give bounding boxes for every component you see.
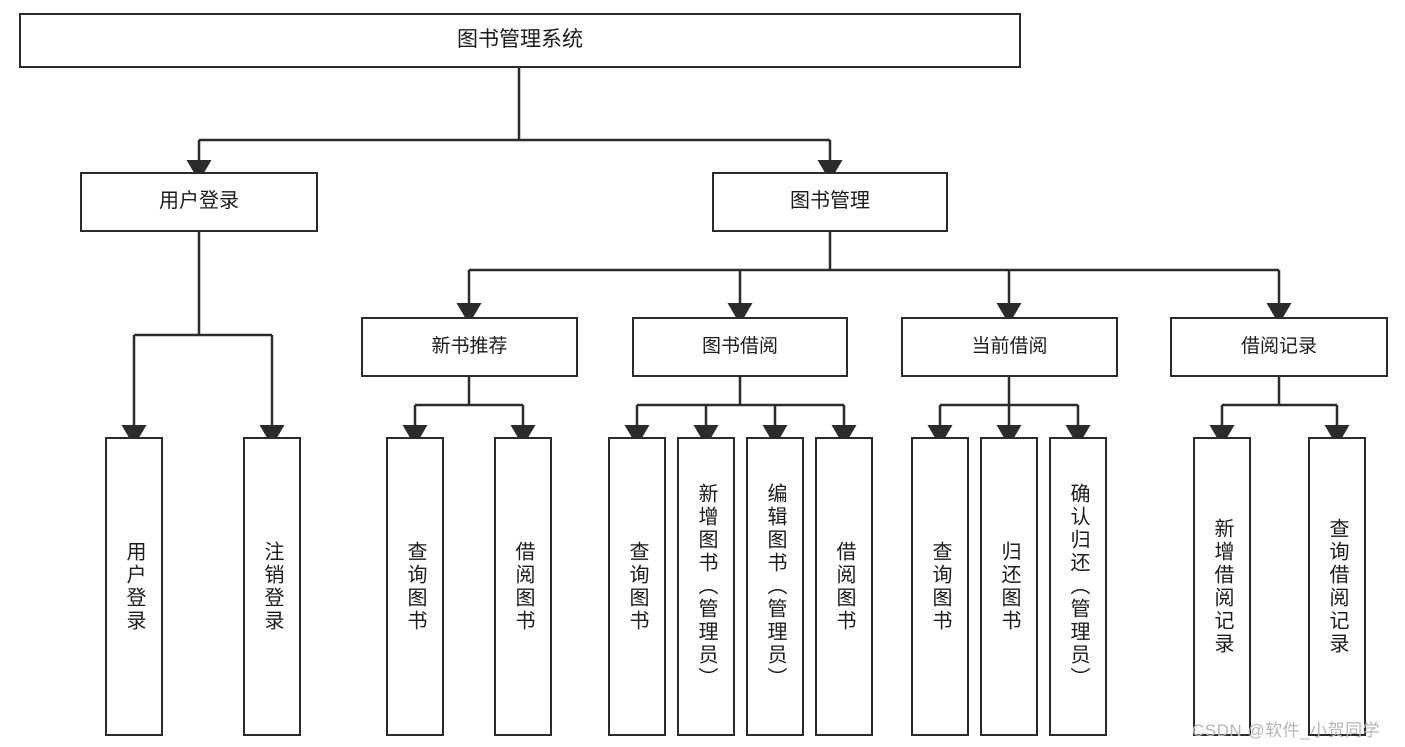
node-label: 借阅图书 [512,540,534,633]
leaf-current-return-book[interactable]: 归还图书 [980,437,1038,736]
leaf-borrow-edit-book-admin[interactable]: 编辑图书（管理员） [746,437,804,736]
node-book-borrow[interactable]: 图书借阅 [632,317,848,377]
node-label: 用户登录 [123,540,145,633]
leaf-current-query-book[interactable]: 查询图书 [911,437,969,736]
node-book-management[interactable]: 图书管理 [712,172,948,232]
node-label: 图书管理 [790,190,870,213]
leaf-borrow-add-book-admin[interactable]: 新增图书（管理员） [677,437,735,736]
node-user-login[interactable]: 用户登录 [80,172,318,232]
node-label: 新增图书（管理员） [695,483,717,690]
leaf-current-confirm-return-admin[interactable]: 确认归还（管理员） [1049,437,1107,736]
node-label: 确认归还（管理员） [1067,483,1089,690]
csdn-watermark: CSDN @软件_小贺同学 [1192,721,1381,740]
node-label: 新增借阅记录 [1211,517,1233,656]
node-label: 新书推荐 [431,335,508,357]
node-label: 查询图书 [626,540,648,633]
node-current-borrow[interactable]: 当前借阅 [901,317,1118,377]
leaf-user-login-login[interactable]: 用户登录 [105,437,163,736]
node-label: 借阅记录 [1240,335,1317,357]
node-label: 图书管理系统 [457,28,583,52]
node-root-system[interactable]: 图书管理系统 [19,13,1021,68]
node-label: 用户登录 [159,190,239,213]
node-label: 当前借阅 [971,335,1048,357]
node-new-book-recommend[interactable]: 新书推荐 [361,317,578,377]
node-label: 注销登录 [261,540,283,633]
node-label: 查询图书 [929,540,951,633]
node-borrow-records[interactable]: 借阅记录 [1170,317,1388,377]
node-label: 图书借阅 [701,335,778,357]
leaf-new-book-borrow[interactable]: 借阅图书 [494,437,552,736]
leaf-borrow-borrow-book[interactable]: 借阅图书 [815,437,873,736]
leaf-user-login-logout[interactable]: 注销登录 [243,437,301,736]
node-label: 查询图书 [404,540,426,633]
leaf-new-book-query[interactable]: 查询图书 [386,437,444,736]
node-label: 查询借阅记录 [1326,517,1348,656]
node-label: 归还图书 [998,540,1020,633]
leaf-records-query-record[interactable]: 查询借阅记录 [1308,437,1366,736]
node-label: 编辑图书（管理员） [764,483,786,690]
leaf-borrow-query-book[interactable]: 查询图书 [608,437,666,736]
node-label: 借阅图书 [833,540,855,633]
leaf-records-add-record[interactable]: 新增借阅记录 [1193,437,1251,736]
